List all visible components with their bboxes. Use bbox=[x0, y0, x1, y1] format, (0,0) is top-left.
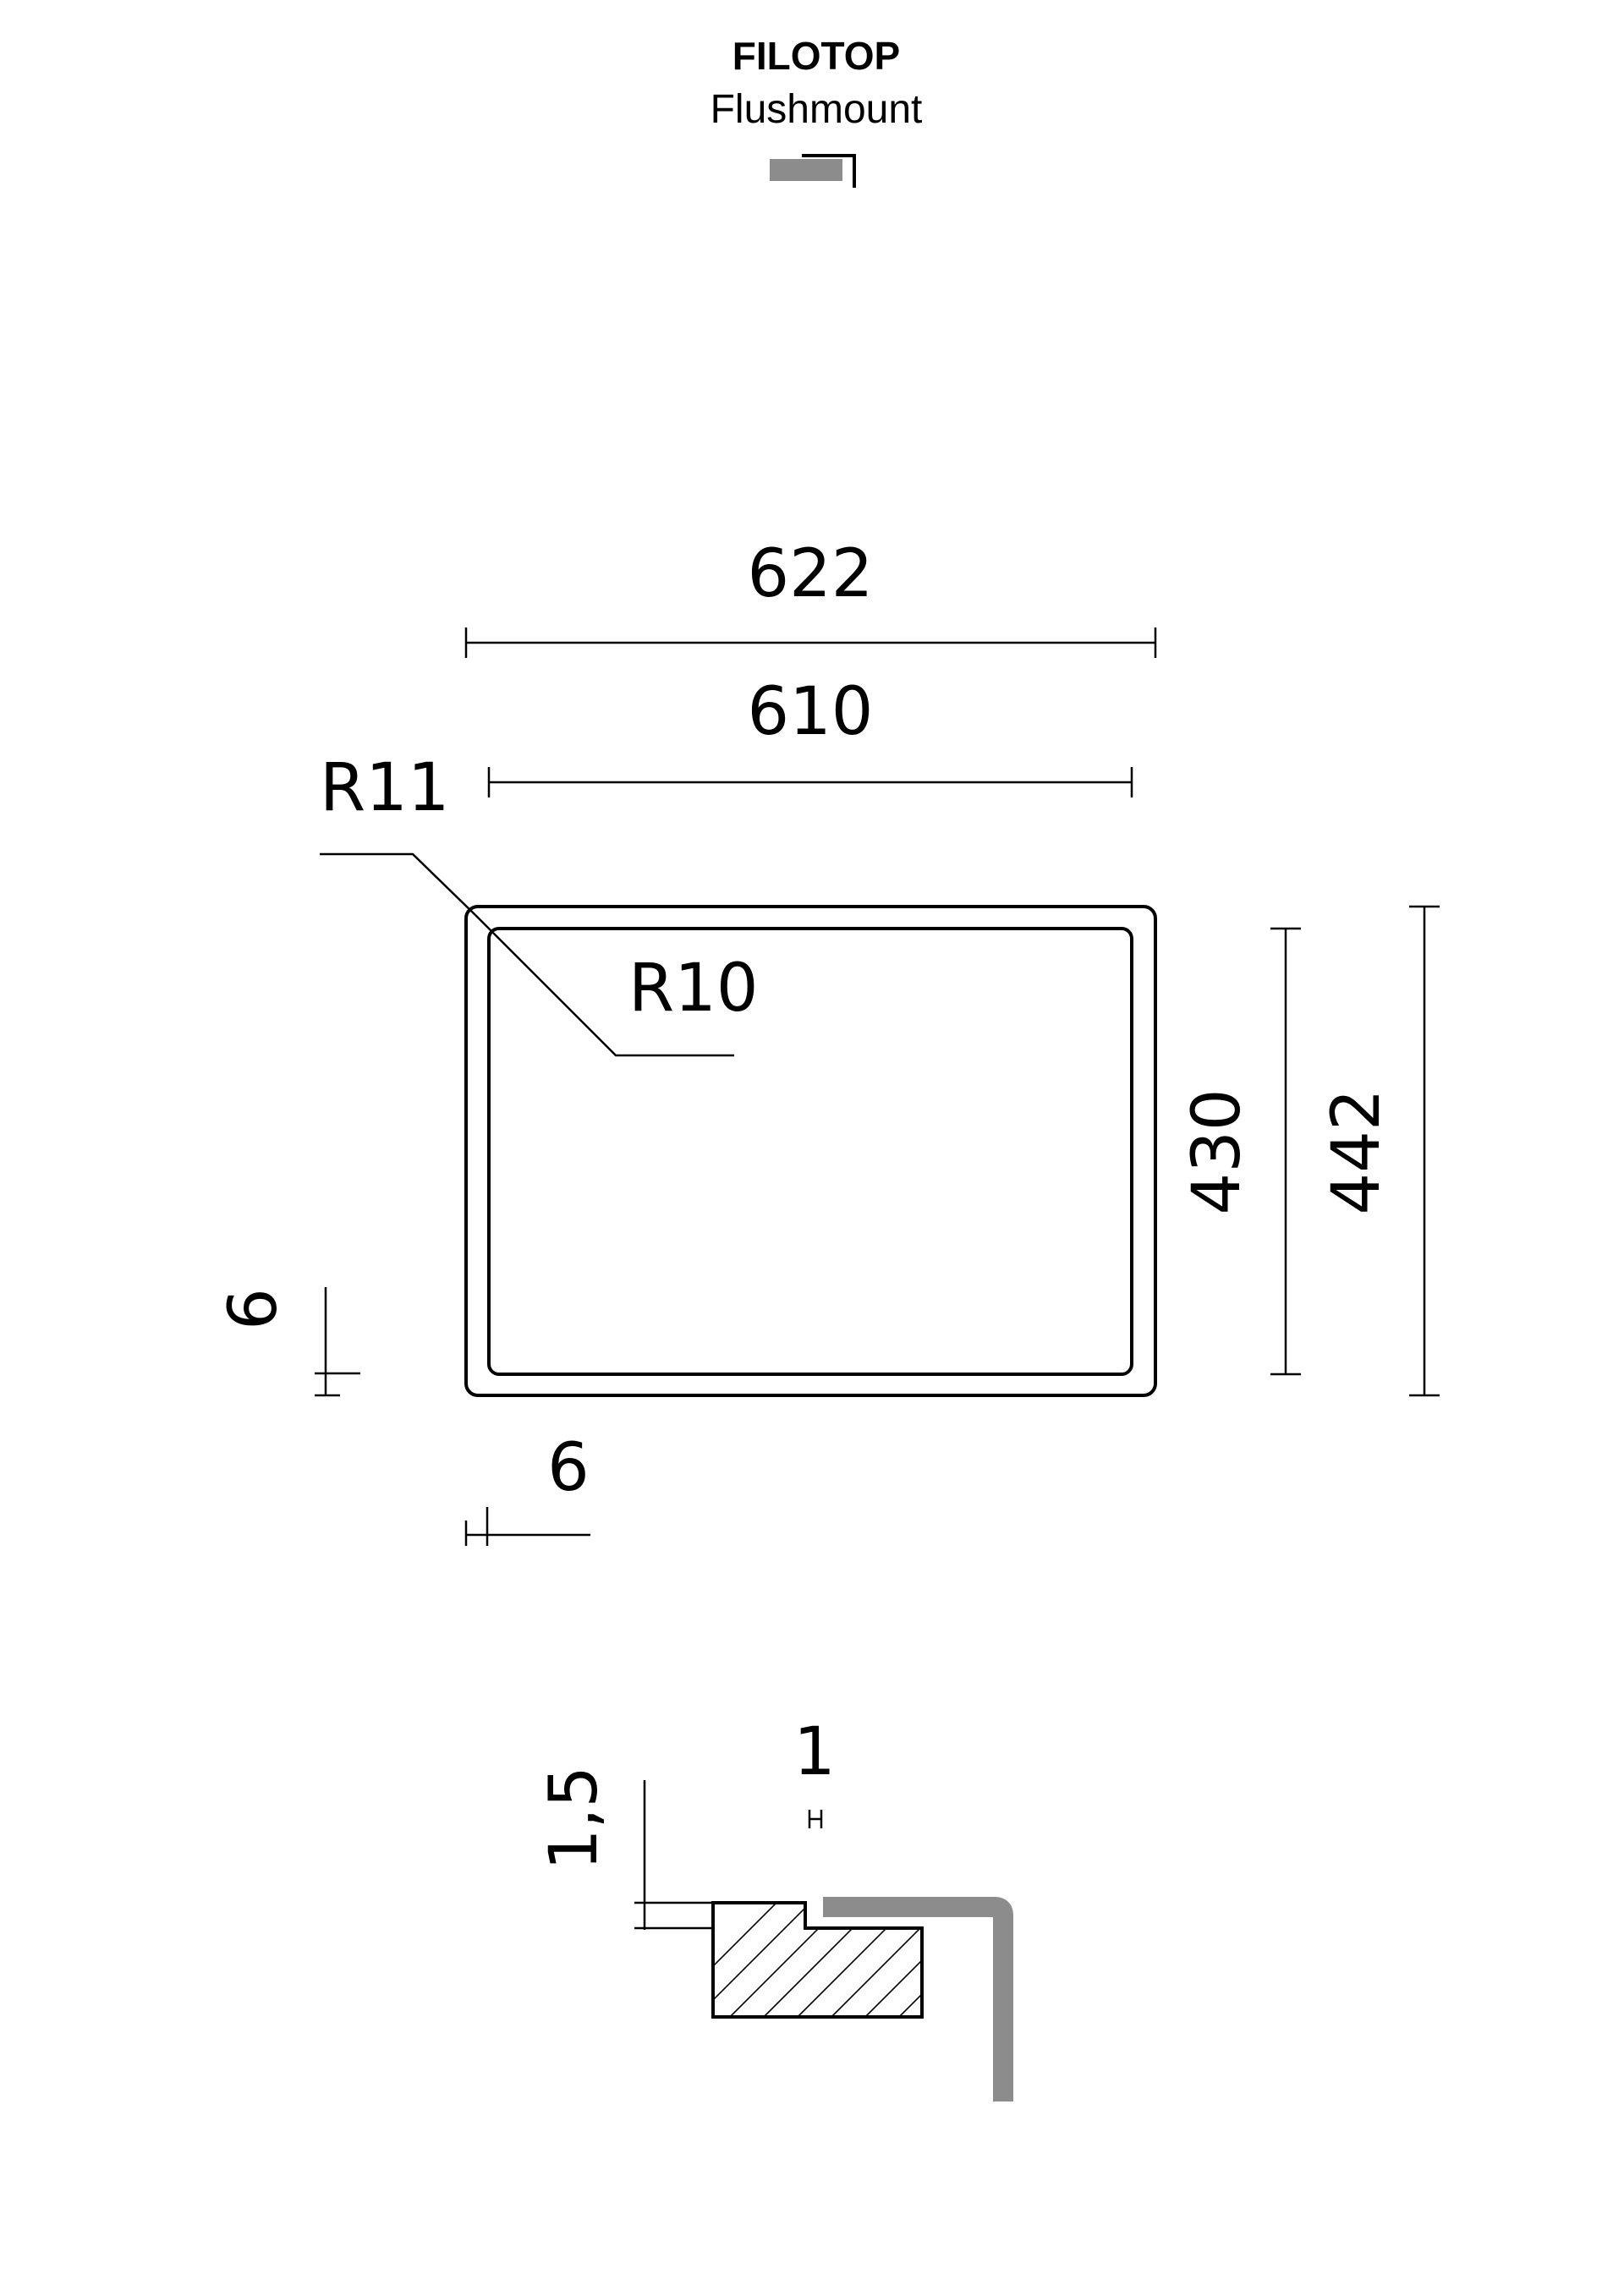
outer-radius-label: R11 bbox=[320, 750, 449, 826]
bottom-rim-label: 6 bbox=[547, 1430, 590, 1506]
bottom-rim-dimension bbox=[464, 1507, 590, 1546]
step-depth-dimension bbox=[634, 1780, 713, 1930]
gap-label: 1 bbox=[793, 1714, 836, 1790]
flushmount-profile-icon bbox=[770, 154, 856, 188]
outer-width-label: 622 bbox=[748, 536, 874, 612]
step-depth-label: 1,5 bbox=[536, 1766, 612, 1871]
outer-height-dimension bbox=[1409, 905, 1440, 1397]
inner-height-label: 430 bbox=[1179, 1089, 1255, 1215]
countertop-section bbox=[711, 1901, 924, 2019]
inner-width-label: 610 bbox=[748, 674, 874, 750]
outer-width-dimension bbox=[464, 627, 1157, 658]
inner-height-dimension bbox=[1270, 927, 1301, 1376]
side-rim-label: 6 bbox=[216, 1288, 292, 1330]
radius-leader-lines bbox=[320, 852, 734, 1057]
inner-width-dimension bbox=[487, 767, 1133, 797]
side-rim-dimension bbox=[315, 1287, 360, 1397]
outer-height-label: 442 bbox=[1319, 1089, 1395, 1215]
sink-profile bbox=[823, 1897, 1013, 2101]
gap-dimension bbox=[808, 1810, 823, 1828]
mount-type-subtitle: Flushmount bbox=[710, 87, 923, 132]
inner-outline bbox=[487, 927, 1133, 1376]
inner-radius-label: R10 bbox=[628, 951, 758, 1027]
outer-outline bbox=[464, 905, 1157, 1397]
brand-title: FILOTOP bbox=[732, 34, 901, 78]
